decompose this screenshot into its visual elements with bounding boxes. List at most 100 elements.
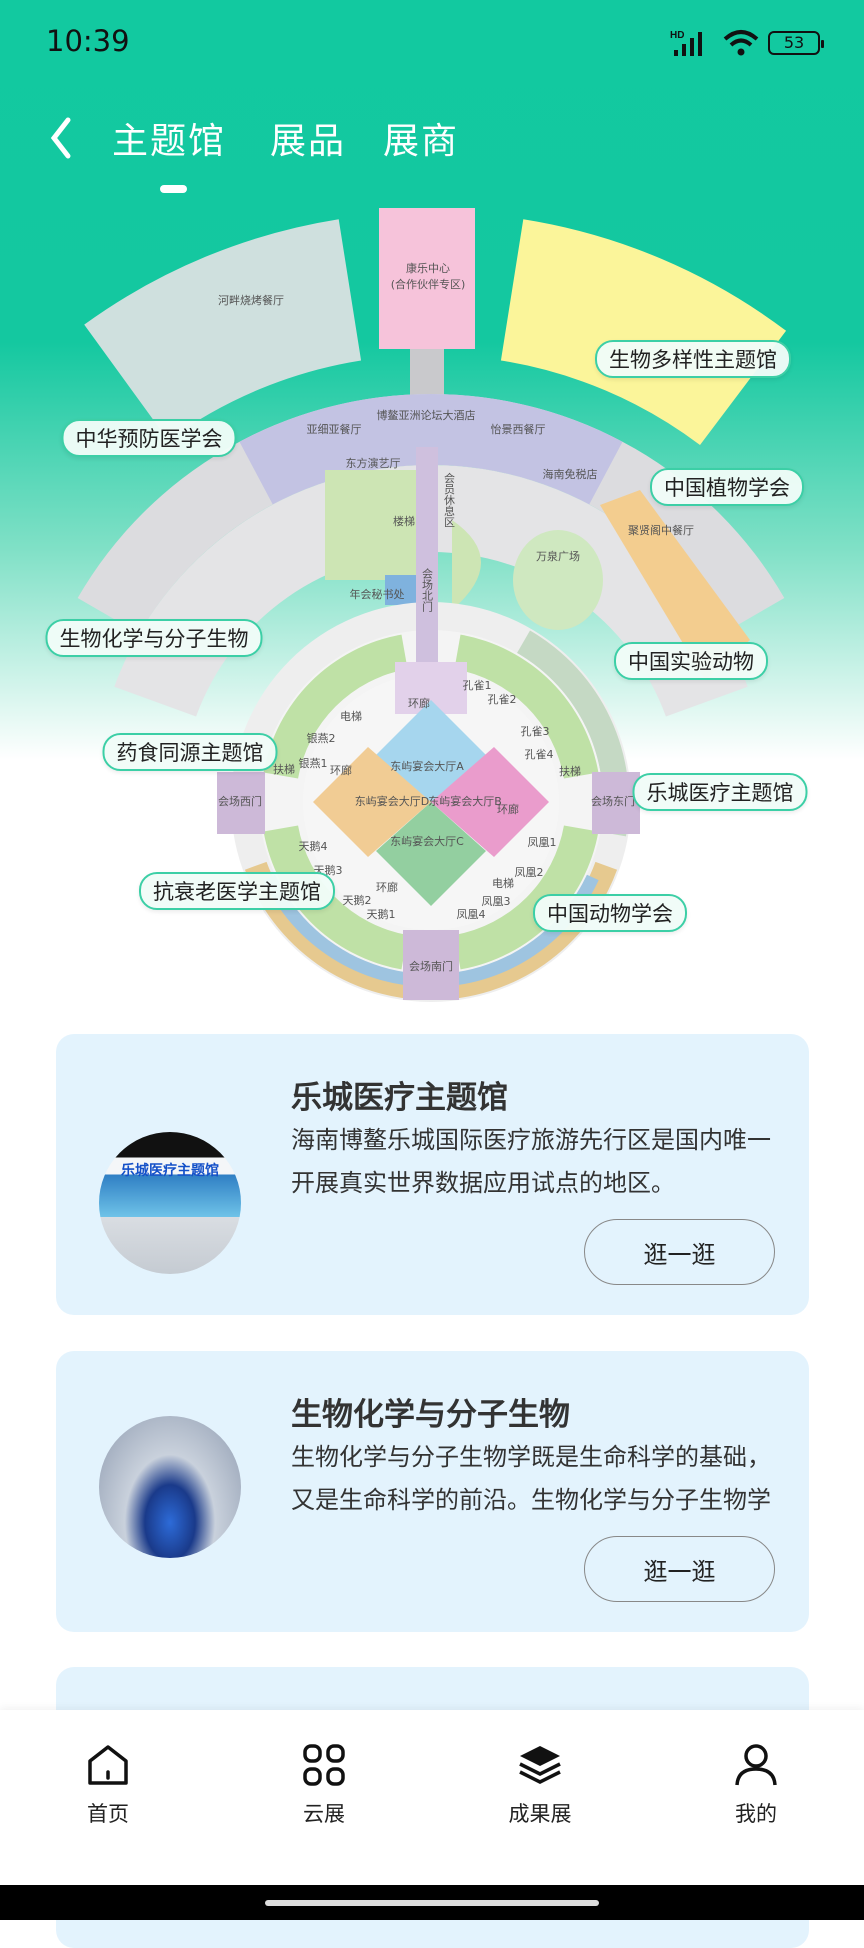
map-area-label: 扶梯	[273, 762, 295, 776]
map-area-label: 会场北门	[421, 568, 434, 613]
tab-mine[interactable]: 我的	[686, 1710, 826, 1850]
area-kangle-center	[379, 208, 475, 349]
map-area-label: (合作伙伴专区)	[391, 277, 466, 291]
bottom-tab-bar: 首页 云展 成果展 我的	[0, 1710, 864, 1885]
map-area-label: 电梯	[492, 877, 514, 890]
meeting-rooms	[454, 825, 599, 970]
map-area-label: 环廊	[330, 763, 352, 777]
grid-icon	[303, 1744, 345, 1786]
map-area-label: 银燕2	[307, 731, 336, 745]
meeting-rooms	[454, 634, 599, 779]
hall-c	[376, 802, 486, 906]
north-corridor	[416, 447, 438, 662]
map-area-label: 扶梯	[559, 764, 581, 778]
card-title: 乐城医疗主题馆	[291, 1080, 508, 1116]
hall-card[interactable]: 乐城医疗主题馆 乐城医疗主题馆 海南博鳌乐城国际医疗旅游先行区是国内唯一开展真实…	[56, 1034, 809, 1315]
hall-marker[interactable]: 中国动物学会	[533, 894, 687, 932]
battery-icon: 53	[768, 31, 824, 55]
hall-b	[431, 747, 549, 857]
card-title: 生物化学与分子生物	[291, 1397, 570, 1433]
map-area-label: 河畔烧烤餐厅	[218, 293, 284, 307]
area-riverside-bbq	[84, 219, 362, 441]
area-member-lounge	[452, 520, 481, 610]
hall-marker[interactable]: 中华预防医学会	[61, 419, 237, 457]
tab-achievements[interactable]: 成果展	[470, 1710, 610, 1850]
tab-cloud-expo[interactable]: 云展	[254, 1710, 394, 1850]
map-area-label: 天鹅2	[343, 893, 372, 907]
map-area-label: 海南免税店	[543, 467, 598, 481]
tab-home[interactable]: 首页	[38, 1710, 178, 1850]
browse-button[interactable]: 逛一逛	[584, 1536, 775, 1602]
west-gate	[217, 772, 265, 834]
hall-marker[interactable]: 抗衰老医学主题馆	[139, 872, 335, 910]
tab-label: 我的	[735, 1802, 777, 1826]
map-area-label: 会场西门	[218, 794, 262, 808]
card-description: 海南博鳌乐城国际医疗旅游先行区是国内唯一开展真实世界数据应用试点的地区。	[291, 1126, 771, 1197]
map-area-label: 天鹅1	[367, 907, 396, 921]
outer-band	[244, 861, 618, 1000]
meeting-rooms	[263, 634, 408, 779]
tab-label: 首页	[87, 1802, 129, 1826]
tab-label: 云展	[303, 1802, 345, 1826]
browse-button[interactable]: 逛一逛	[584, 1219, 775, 1285]
map-area-label: 环廊	[497, 802, 519, 816]
area-wanquan-square	[513, 530, 603, 630]
hall-card[interactable]: 生物化学与分子生物 生物化学与分子生物学既是生命科学的基础，又是生命科学的前沿。…	[56, 1351, 809, 1632]
map-area-label: 孔雀2	[488, 693, 517, 706]
tab-theme-hall[interactable]: 主题馆	[112, 121, 227, 162]
svg-text:HD: HD	[670, 30, 684, 41]
top-nav: 主题馆 展品 展商	[0, 108, 864, 168]
venue-map[interactable]: 河畔烧烤餐厅康乐中心(合作伙伴专区)博鳌亚洲论坛大酒店亚细亚餐厅怡景西餐厅东方演…	[0, 0, 864, 1010]
home-indicator[interactable]	[265, 1900, 599, 1906]
map-area-label: 东屿宴会大厅D	[355, 794, 429, 808]
hall-d	[313, 747, 431, 857]
signal-icon: HD	[670, 30, 702, 56]
thumbnail-caption: 乐城医疗主题馆	[121, 1163, 219, 1179]
status-bar: 10:39 HD 53	[0, 0, 864, 90]
system-nav-bar	[0, 1885, 864, 1920]
map-area-label: 凤凰4	[457, 908, 486, 921]
hall-marker[interactable]: 中国实验动物	[614, 642, 768, 680]
tab-exhibitors[interactable]: 展商	[383, 121, 460, 162]
area-biodiversity	[500, 219, 787, 446]
user-icon	[735, 1744, 777, 1786]
map-area-label: 万泉广场	[536, 549, 580, 563]
status-time: 10:39	[46, 24, 130, 58]
hall-marker[interactable]: 中国植物学会	[650, 468, 804, 506]
map-area-label: 凤凰2	[515, 866, 544, 879]
south-gate	[403, 930, 459, 1000]
map-area-label: 会场东门	[591, 794, 635, 808]
hall-a	[376, 700, 486, 802]
map-area-label: 东屿宴会大厅A	[390, 759, 464, 773]
east-gate	[592, 772, 640, 834]
map-area-label: 天鹅4	[299, 839, 328, 853]
inner-area	[114, 465, 748, 717]
map-area-label: 环廊	[408, 696, 430, 710]
hall-marker[interactable]: 生物化学与分子生物	[45, 619, 263, 657]
chevron-left-icon[interactable]	[46, 116, 76, 160]
map-area-label: 怡景西餐厅	[491, 422, 546, 436]
hall-marker[interactable]: 乐城医疗主题馆	[632, 773, 808, 811]
outer-band-blue	[263, 873, 599, 987]
home-icon	[88, 1745, 128, 1785]
map-area-label: 凤凰3	[482, 895, 511, 908]
area-juxiange	[600, 490, 750, 680]
map-area-label: 孔雀4	[525, 748, 554, 761]
map-area-label: 银燕1	[299, 756, 328, 770]
map-area-label: 凤凰1	[528, 836, 557, 849]
map-area-label: 博鳌亚洲论坛大酒店	[377, 408, 476, 422]
active-tab-indicator	[160, 185, 187, 193]
hall-thumbnail	[99, 1416, 241, 1558]
walkway	[410, 349, 444, 399]
tab-exhibits[interactable]: 展品	[270, 121, 347, 162]
map-area-label: 聚贤阁中餐厅	[628, 523, 694, 537]
hall-marker[interactable]: 药食同源主题馆	[102, 733, 278, 771]
hall-marker[interactable]: 生物多样性主题馆	[595, 340, 791, 378]
tab-label: 成果展	[508, 1802, 572, 1826]
map-area-label: 电梯	[340, 710, 362, 723]
wifi-icon	[723, 30, 759, 56]
map-area-label: 东屿宴会大厅C	[390, 834, 464, 848]
map-area-label: 孔雀3	[521, 725, 550, 738]
map-area-label: 东方演艺厅	[346, 456, 401, 470]
map-area-label: 年会秘书处	[350, 587, 405, 601]
